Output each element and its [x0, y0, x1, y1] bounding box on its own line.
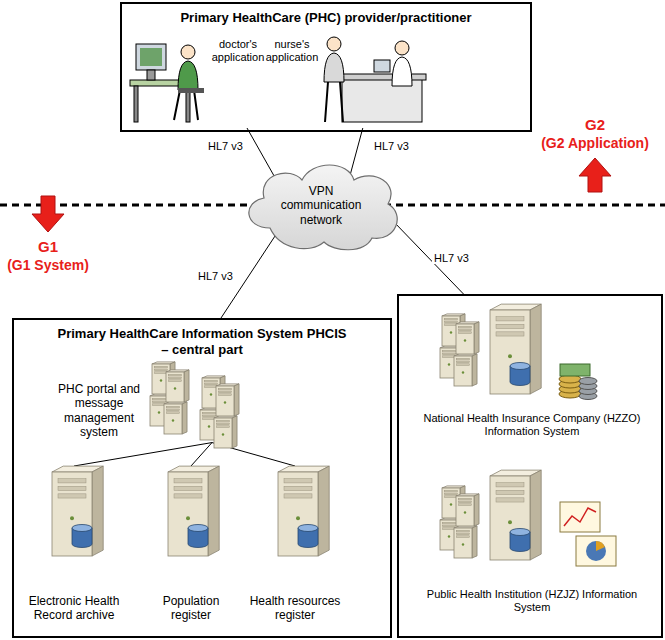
server-icon	[456, 494, 479, 526]
coins-icon	[559, 364, 597, 400]
illustration	[240, 466, 350, 566]
register-server: Health resources register	[240, 466, 350, 634]
group-label: (G2 Application)	[541, 135, 649, 151]
network-cloud: VPN communication network	[240, 158, 402, 252]
group-label: G2	[585, 116, 605, 133]
database-icon	[298, 525, 318, 548]
illustration	[128, 22, 216, 128]
node-label: VPN communication network	[274, 184, 368, 227]
external-system: Public Health Institution (HZJZ) Informa…	[410, 462, 654, 634]
g1-arrow	[32, 196, 64, 232]
label-anchor: HL7 v3	[206, 140, 245, 152]
server-icon	[168, 466, 219, 556]
illustration	[262, 22, 430, 128]
server-icon	[164, 402, 187, 434]
label-anchor: G1	[38, 238, 58, 255]
external-system: National Health Insurance Company (HZZO)…	[410, 298, 654, 454]
node-label: Electronic Health Record archive	[14, 594, 134, 623]
group-label: G1	[38, 238, 58, 255]
g2-arrow	[579, 158, 611, 192]
server-icon	[490, 470, 541, 560]
connector-line	[191, 443, 212, 466]
illustration	[410, 298, 654, 408]
register-server: Electronic Health Record archive	[14, 466, 134, 634]
server-icon	[454, 526, 477, 558]
node-label: doctor's application	[208, 38, 268, 64]
node-label: PHC portal and message management system	[50, 382, 148, 440]
database-icon	[72, 525, 92, 548]
server-icon	[490, 304, 541, 394]
label-anchor: (G1 System)	[7, 257, 89, 273]
node-label: nurse's application	[262, 38, 322, 64]
application-node: doctor's application	[128, 22, 268, 128]
group-label: (G1 System)	[7, 257, 89, 273]
server-icon	[456, 322, 479, 354]
illustration	[14, 466, 134, 566]
protocol-label: HL7 v3	[432, 252, 471, 264]
connector-line	[74, 443, 212, 466]
illustration	[150, 466, 232, 566]
box-heading: Primary HealthCare (PHC) provider/practi…	[122, 10, 530, 26]
database-icon	[188, 525, 208, 548]
label-anchor: (G2 Application)	[541, 135, 649, 151]
node-label: National Health Insurance Company (HZZO)…	[410, 412, 654, 438]
label-anchor: G2	[585, 116, 605, 133]
protocol-label: HL7 v3	[196, 270, 235, 282]
box-heading: Primary HealthCare Information System PH…	[54, 326, 350, 357]
label-anchor: HL7 v3	[372, 140, 411, 152]
server-icon	[214, 416, 237, 448]
database-icon	[510, 529, 530, 552]
person-figure	[324, 37, 344, 82]
label-anchor: HL7 v3	[196, 270, 235, 282]
server-icon	[278, 466, 329, 556]
external-systems-box: National Health Insurance Company (HZZO)…	[397, 294, 663, 638]
illustration	[410, 462, 654, 582]
server-icon	[166, 370, 189, 402]
person-figure	[178, 45, 198, 90]
register-server: Population register	[150, 466, 232, 634]
node-label: Population register	[150, 594, 232, 623]
label-anchor: HL7 v3	[432, 252, 471, 264]
application-node: nurse's application	[262, 22, 430, 128]
server-icon	[216, 384, 239, 416]
protocol-label: HL7 v3	[372, 140, 411, 152]
protocol-label: HL7 v3	[206, 140, 245, 152]
provider-box: Primary HealthCare (PHC) provider/practi…	[120, 2, 532, 132]
portal-server: PHC portal and message management system	[50, 342, 275, 443]
cloud-shape	[249, 165, 397, 250]
connector-line	[350, 128, 363, 175]
node-label: Public Health Institution (HZJZ) Informa…	[410, 588, 654, 614]
system-box: Primary HealthCare Information System PH…	[12, 318, 392, 638]
database-icon	[510, 363, 530, 386]
person-figure	[392, 41, 412, 86]
node-label: Health resources register	[240, 594, 350, 623]
connector-line	[247, 128, 276, 179]
chart-icon	[560, 502, 616, 566]
server-icon	[52, 466, 103, 556]
server-icon	[454, 354, 477, 386]
